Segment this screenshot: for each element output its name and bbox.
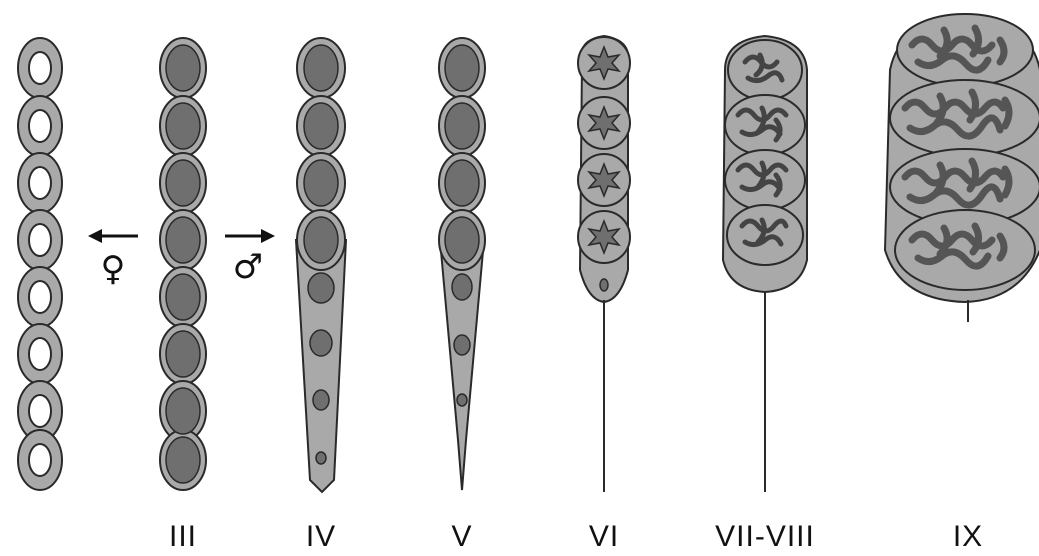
stage-column-III xyxy=(160,38,206,490)
nucleus xyxy=(316,452,326,464)
nucleus xyxy=(166,331,200,377)
stage-label-VI: VI xyxy=(589,520,619,554)
left-arrow-head xyxy=(88,229,102,243)
nucleus xyxy=(308,273,334,303)
nucleus xyxy=(166,160,200,206)
stage-label-VII-VIII: VII-VIII xyxy=(715,520,815,554)
nucleus xyxy=(445,217,479,263)
nucleus xyxy=(310,330,332,356)
cyst-center xyxy=(29,444,51,476)
cyst-center xyxy=(29,110,51,142)
cyst-center xyxy=(29,395,51,427)
stage-label-IX: IX xyxy=(953,520,983,554)
cyst-center xyxy=(29,281,51,313)
nucleus xyxy=(445,160,479,206)
nucleus xyxy=(313,390,329,410)
nucleus xyxy=(600,279,608,291)
cyst-center xyxy=(29,167,51,199)
nucleus xyxy=(166,388,200,434)
nucleus xyxy=(166,274,200,320)
nucleus xyxy=(166,103,200,149)
stage-column-V xyxy=(439,38,485,490)
nucleus xyxy=(166,437,200,483)
nucleus xyxy=(304,45,338,91)
nucleus xyxy=(452,274,472,300)
right-arrow-head xyxy=(261,229,275,243)
cyst-center xyxy=(29,338,51,370)
nucleus xyxy=(166,217,200,263)
stage-column-VI xyxy=(578,36,630,492)
male-symbol: ♂ xyxy=(233,250,263,284)
stage-label-III: III xyxy=(169,520,197,554)
stage-label-V: V xyxy=(451,520,472,554)
nucleus xyxy=(445,103,479,149)
stage-label-IV: IV xyxy=(306,520,336,554)
nucleus xyxy=(166,45,200,91)
stage-column-VII-VIII xyxy=(723,36,807,492)
female-symbol: ♀ xyxy=(101,252,126,286)
cyst-center xyxy=(29,52,51,84)
nucleus xyxy=(454,335,470,355)
nucleus xyxy=(445,45,479,91)
stage-column-IV xyxy=(296,38,346,492)
nucleus xyxy=(304,160,338,206)
stage-column-IX xyxy=(885,14,1039,322)
nucleus xyxy=(304,103,338,149)
nucleus xyxy=(457,394,467,406)
cyst-center xyxy=(29,224,51,256)
nucleus xyxy=(304,217,338,263)
